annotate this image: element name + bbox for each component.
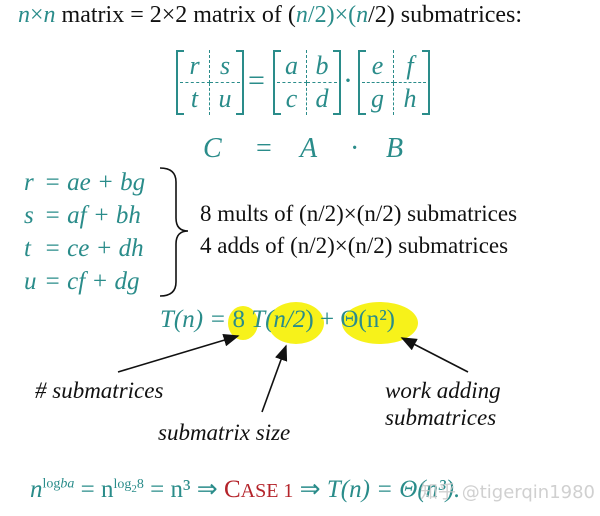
heading: n×n matrix = 2×2 matrix of (n/2)×(n/2) s…	[18, 2, 523, 28]
note-mults: 8 mults of (n/2)×(n/2) submatrices	[200, 201, 518, 226]
label-dot: ·	[350, 133, 360, 164]
equation-r: r= ae + bg	[24, 169, 146, 196]
equation-s: s= af + bh	[24, 202, 141, 229]
label-c: C	[203, 133, 222, 164]
watermark: 知乎 @tigerqin1980	[420, 482, 596, 503]
highlight-theta	[342, 302, 418, 344]
matrix-equals: =	[248, 64, 265, 97]
annotation-size: submatrix size	[158, 420, 291, 445]
label-a: A	[300, 133, 318, 164]
annotation-count: # submatrices	[35, 378, 164, 403]
recurrence: T(n) = 8 T(n/2) + Θ(n²)	[160, 306, 396, 333]
label-eq: =	[256, 133, 272, 164]
annotation-work-1: work adding	[385, 378, 501, 403]
annotation-work-2: submatrices	[385, 405, 497, 430]
case-label: CASE 1	[223, 476, 294, 503]
highlight-n2	[268, 302, 324, 344]
conclusion: nlogba = nlog28 = n³ ⇒ CASE 1 ⇒ T(n) = Θ…	[30, 476, 461, 503]
equations: r= ae + bg s= af + bh t= ce + dh u= cf +…	[24, 166, 145, 298]
note-adds: 4 adds of (n/2)×(n/2) submatrices	[200, 233, 509, 258]
equation-u: u= cf + dg	[24, 268, 140, 295]
equation-t: t= ce + dh	[24, 235, 144, 262]
label-b: B	[386, 133, 404, 164]
matrix-dot: ·	[343, 64, 353, 97]
